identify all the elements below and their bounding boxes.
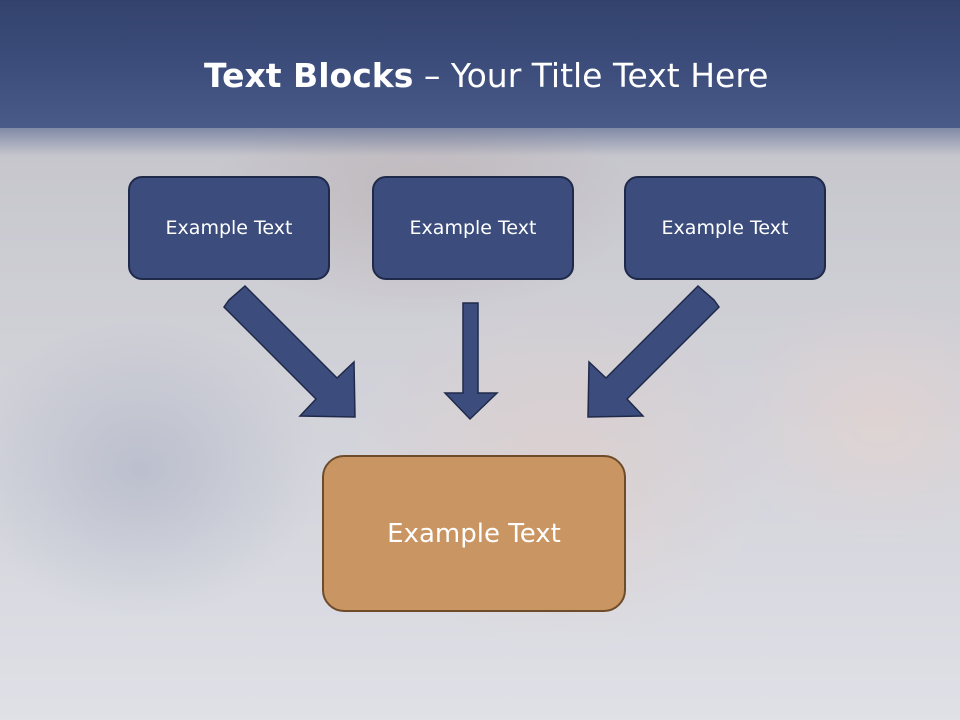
arrow-center — [443, 302, 499, 421]
text-block-1[interactable]: Example Text — [128, 176, 330, 280]
title-bar: Text Blocks – Your Title Text Here — [0, 0, 960, 156]
text-block-3-label: Example Text — [661, 217, 789, 239]
arrow-right — [587, 284, 720, 418]
slide-title-rest: Your Title Text Here — [450, 56, 769, 95]
target-block-label: Example Text — [387, 518, 561, 549]
text-block-2[interactable]: Example Text — [372, 176, 574, 280]
target-block[interactable]: Example Text — [322, 455, 626, 612]
slide-title: Text Blocks – Your Title Text Here — [204, 54, 768, 98]
text-block-3[interactable]: Example Text — [624, 176, 826, 280]
text-block-1-label: Example Text — [165, 217, 293, 239]
slide-title-separator: – — [413, 56, 451, 95]
arrow-left — [223, 284, 356, 418]
text-block-2-label: Example Text — [409, 217, 537, 239]
slide-title-bold: Text Blocks — [204, 56, 414, 95]
